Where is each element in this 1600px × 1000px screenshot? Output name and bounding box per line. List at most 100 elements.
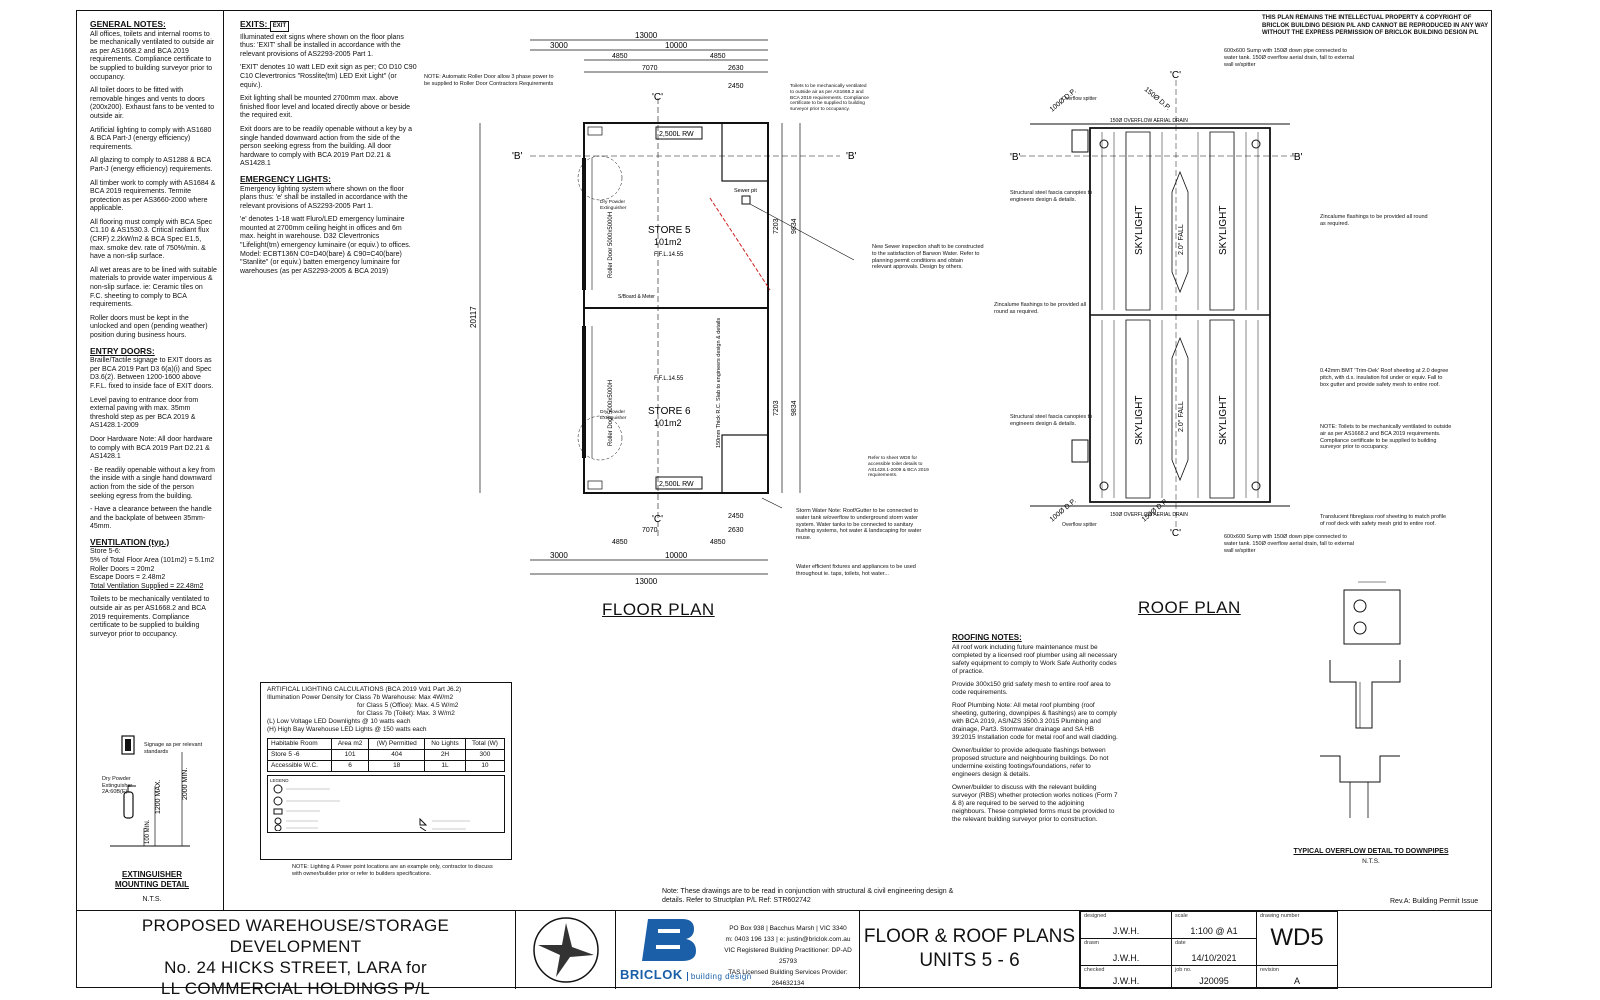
overflow-icon [1353, 621, 1367, 635]
leader-sewer [749, 203, 855, 261]
sheet-frame [76, 10, 1492, 988]
title-block: PROPOSED WAREHOUSE/STORAGE DEVELOPMENT N… [76, 910, 1493, 998]
travel-distance-line [709, 197, 771, 291]
roller6-label: Roller Door 5000x5000H [608, 380, 614, 446]
fascia-canopy [1071, 439, 1089, 463]
legend-symbols [273, 784, 470, 831]
meta-value: 14/10/2021 [1191, 953, 1237, 964]
roller5-label: Roller Door 5000x5000H [608, 212, 614, 278]
overflow-drain-label-bottom: 150Ø OVERFLOW AERIAL DRAIN [1110, 512, 1188, 518]
notes-column-left: GENERAL NOTES: All offices, toilets and … [76, 10, 224, 910]
general-note: All wet areas are to be lined with suita… [90, 266, 217, 309]
store5-ffl: F.F.L.14.55 [654, 252, 684, 258]
exit-sign-top [587, 126, 603, 136]
meta-value: J20095 [1199, 976, 1229, 986]
logo-mark [642, 919, 696, 961]
overflow-spitter-top: Overflow spitter [1062, 96, 1097, 102]
roofing-note: Owner/builder to discuss with the releva… [952, 784, 1118, 823]
store6-label: STORE 6 [648, 406, 691, 417]
switch-icon [419, 826, 427, 831]
floor-plan-title: FLOOR PLAN [602, 600, 715, 619]
general-bottom-note: Note: These drawings are to be read in c… [662, 888, 954, 904]
lighting-line: for Class 5 (Office): Max. 4.5 W/m2 [357, 702, 459, 709]
project-title: PROPOSED WAREHOUSE/STORAGE DEVELOPMENT N… [76, 911, 516, 998]
dim-13000-top: 13000 [635, 31, 658, 40]
tank-top [655, 126, 703, 140]
dim-7203-bottom: 7203 [773, 400, 780, 416]
dim-4850a: 4850 [612, 53, 628, 60]
table-cell: 101 [330, 749, 370, 761]
general-note: All offices, toilets and internal rooms … [90, 30, 215, 81]
overflow-spitter-bottom: Overflow spitter [1062, 522, 1097, 528]
exit-note: Exit lighting shall be mounted 2700mm ma… [240, 95, 411, 120]
store5-label: STORE 5 [648, 225, 691, 236]
briclok-logo-icon [642, 919, 696, 961]
meta-label: revision [1260, 967, 1279, 974]
project-line: PROPOSED WAREHOUSE/STORAGE DEVELOPMENT [141, 916, 450, 956]
meta-label: drawing number [1260, 913, 1300, 919]
exit-note: Exit doors are to be readily openable wi… [240, 125, 412, 168]
drawing-number: WD5 [1270, 923, 1324, 951]
fascia-canopy [1071, 129, 1089, 153]
emergency-lights-title: EMERGENCY LIGHTS: [240, 173, 331, 184]
meta-value: J.W.H. [1112, 953, 1140, 964]
toilet-unit-5 [721, 122, 769, 182]
sewer-pit-label: Sewer pit [734, 188, 757, 194]
dim-b-label: 2000 MIN. [182, 768, 189, 800]
dim-7070-bottom: 7070 [642, 527, 658, 534]
note-storm-water: Storm Water Note: Roof/Gutter to be conn… [796, 508, 922, 542]
skylight-strip [1209, 319, 1235, 499]
roof-plan-title: ROOF PLAN [1138, 598, 1241, 617]
contact-line: PO Box 938 | Bacchus Marsh | VIC 3340 [729, 925, 847, 932]
signage-icon [121, 735, 135, 755]
dp-label: 150Ø D.P. [1143, 86, 1172, 112]
sump-plan [1343, 589, 1401, 645]
skylight-label: SKYLIGHT [1218, 206, 1229, 255]
fall-label-bottom: 2.0° FALL [1177, 401, 1185, 432]
section-b-roof-left: 'B' [1010, 152, 1021, 163]
door-swing [577, 415, 623, 461]
section-b-roof-right: 'B' [1292, 152, 1303, 163]
meta-label: designed [1084, 913, 1107, 919]
dim-9834-bottom: 9834 [791, 400, 798, 416]
overflow-drain-label-top: 150Ø OVERFLOW AERIAL DRAIN [1110, 118, 1188, 124]
ventilation-total: Total Ventilation Supplied = 22.48m2 [90, 582, 204, 590]
dim-2450-top: 2450 [728, 83, 744, 90]
signage-label: Signage as per relevant standards [144, 742, 203, 755]
revision-note: Rev.A: Building Permit Issue [1390, 898, 1479, 905]
roofing-notes-title: ROOFING NOTES: [952, 633, 1022, 642]
notes-column-exits: EXITS: EXIT Illuminated exit signs where… [234, 10, 424, 310]
extinguisher-hose [127, 785, 136, 792]
table-header: No Lights [424, 738, 466, 750]
skylight-strip [1209, 131, 1235, 311]
meta-value: J.W.H. [1112, 926, 1140, 937]
skylight-strip [1125, 131, 1151, 311]
table-row: Store 5 -6 101 404 2H 300 [267, 749, 506, 761]
exit-note: Illuminated exit signs where shown on th… [240, 33, 404, 58]
dim-7070-top: 7070 [642, 65, 658, 72]
dim-7203-top: 7203 [773, 218, 780, 234]
entry-doors-title: ENTRY DOORS: [90, 345, 155, 356]
overflow-detail-drawing [1320, 581, 1401, 818]
general-note: All flooring must comply with BCA Spec C… [90, 218, 213, 261]
dim-13000-bottom: 13000 [635, 577, 658, 586]
ventilation-line: 5% of Total Floor Area (101m2) = 5.1m2 [90, 557, 215, 565]
table-header-row: Habitable Room Area m2 (W) Permitted No … [267, 738, 506, 750]
dp-label: 100Ø D.P. [1049, 498, 1078, 524]
general-note: All timber work to comply with AS1684 & … [90, 179, 216, 213]
meta-value: 1:100 @ A1 [1190, 926, 1238, 937]
ventilation-line: Store 5-6: [90, 548, 121, 556]
meta-value: A [1293, 976, 1300, 986]
table-header: (W) Permitted [368, 738, 426, 750]
roofing-note: All roof work including future maintenan… [952, 644, 1118, 675]
exit-sign-bottom [587, 480, 603, 490]
meta-job: job no.J20095 [1171, 965, 1257, 989]
sheet-title-line: FLOOR & ROOF PLANS [863, 926, 1076, 947]
